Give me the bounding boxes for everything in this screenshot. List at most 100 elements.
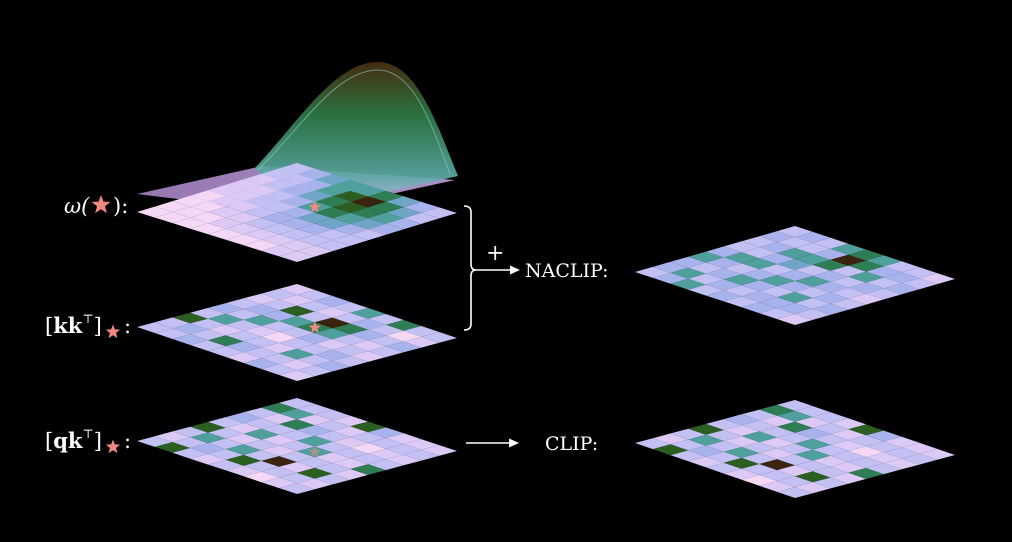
- grid-cell: [261, 331, 297, 343]
- grid-cell: [314, 328, 351, 340]
- grid-cell: [332, 212, 369, 224]
- grid-cell: [812, 292, 849, 304]
- grid-cell: [243, 228, 280, 240]
- grid-cell: [706, 268, 742, 280]
- grid-cell: [812, 248, 849, 260]
- grid-cell: [795, 438, 831, 450]
- grid-cell: [368, 324, 404, 336]
- grid-cell: [350, 318, 386, 330]
- kk-sup: ⊤: [82, 312, 93, 326]
- grid-cell: [279, 337, 315, 349]
- grid-cell: [759, 415, 795, 427]
- grid-cell: [635, 266, 671, 278]
- grid-cell: [350, 329, 386, 341]
- grid-cell: [688, 273, 724, 285]
- grid-cell: [332, 437, 369, 448]
- grid-cell: [812, 423, 849, 434]
- grid-cell: [759, 404, 795, 416]
- grid-cell: [777, 226, 813, 237]
- grid-cell: [208, 217, 244, 229]
- grid-cell: [154, 317, 191, 329]
- grid-cell: [243, 195, 280, 207]
- grid-cell: [314, 441, 351, 453]
- grid-cell: [759, 231, 795, 243]
- grid-cell: [243, 358, 280, 369]
- grid-cell: [350, 218, 386, 230]
- grid-cell: [279, 483, 315, 494]
- grid-cell: [208, 346, 244, 357]
- grid-cell: [777, 476, 813, 488]
- grid-cell: [279, 218, 315, 229]
- grid-cell: [795, 297, 831, 309]
- grid-cell: [314, 463, 351, 474]
- grid-cell: [723, 425, 760, 437]
- grid-cell: [190, 307, 226, 319]
- grid-cell: [670, 256, 707, 268]
- grid-cell: [332, 302, 369, 313]
- grid-cell: [190, 432, 226, 444]
- grid-cell: [261, 402, 297, 414]
- grid-cell: [866, 463, 902, 475]
- grid-cell: [225, 352, 262, 363]
- grid-cell: [830, 429, 867, 441]
- grid-cell: [332, 312, 369, 324]
- grid-cell: [243, 407, 280, 419]
- grid-cell: [795, 242, 831, 254]
- grid-cell: [795, 253, 831, 265]
- grid-cell: [332, 345, 369, 356]
- grid-cell: [777, 314, 813, 325]
- grid-cell: [314, 196, 351, 208]
- grid-cell: [741, 453, 778, 464]
- grid-cell: [314, 317, 351, 329]
- grid-cell: [279, 327, 315, 338]
- grid-cell: [297, 311, 333, 323]
- grid-cell: [830, 254, 867, 266]
- grid-cell: [279, 359, 315, 371]
- grid-cell: [759, 448, 795, 460]
- grid-cell: [225, 190, 262, 202]
- grid-cell: [279, 251, 315, 262]
- grid-cell: [795, 427, 831, 439]
- grid-cell: [795, 286, 831, 298]
- grid-cell: [297, 457, 333, 468]
- grid-cell: [190, 190, 226, 202]
- grid-cell: [261, 434, 297, 446]
- grid-cell: [154, 328, 191, 339]
- grid-cell: [208, 449, 244, 460]
- grid-cell: [243, 206, 280, 218]
- grid-cell: [172, 206, 209, 218]
- grid-cell: [795, 482, 831, 494]
- grid-cell: [830, 418, 867, 430]
- grid-cell: [403, 326, 440, 337]
- grid-cell: [706, 451, 742, 463]
- grid-cell: [723, 468, 760, 480]
- svg-text:[qk⊤]: [qk⊤]: [45, 427, 102, 453]
- grid-cell: [137, 322, 173, 333]
- grid-cell: [297, 343, 333, 355]
- grid-cell: [795, 275, 831, 287]
- grid-cell: [812, 455, 849, 467]
- kk-label: [kk⊤] :: [45, 312, 131, 339]
- grid-cell: [777, 465, 813, 477]
- grid-cell: [208, 313, 244, 325]
- grid-cell: [706, 430, 742, 441]
- grid-cell: [848, 424, 884, 436]
- grid-cell: [225, 433, 262, 445]
- grid-cell: [723, 447, 760, 458]
- grid-cell: [261, 424, 297, 435]
- grid-cell: [190, 443, 226, 454]
- grid-cell: [225, 201, 262, 213]
- grid-cell: [830, 265, 867, 277]
- grid-cell: [297, 478, 333, 490]
- grid-cell: [848, 457, 884, 468]
- grid-cell: [350, 464, 386, 475]
- omega-grid: [137, 163, 457, 262]
- star-icon: [91, 195, 111, 214]
- grid-cell: [848, 260, 884, 272]
- grid-cell: [350, 432, 386, 443]
- grid-cell: [314, 473, 351, 485]
- grid-cell: [261, 364, 297, 375]
- grid-cell: [866, 266, 902, 278]
- grid-cell: [777, 421, 813, 433]
- grid-cell: [297, 245, 333, 257]
